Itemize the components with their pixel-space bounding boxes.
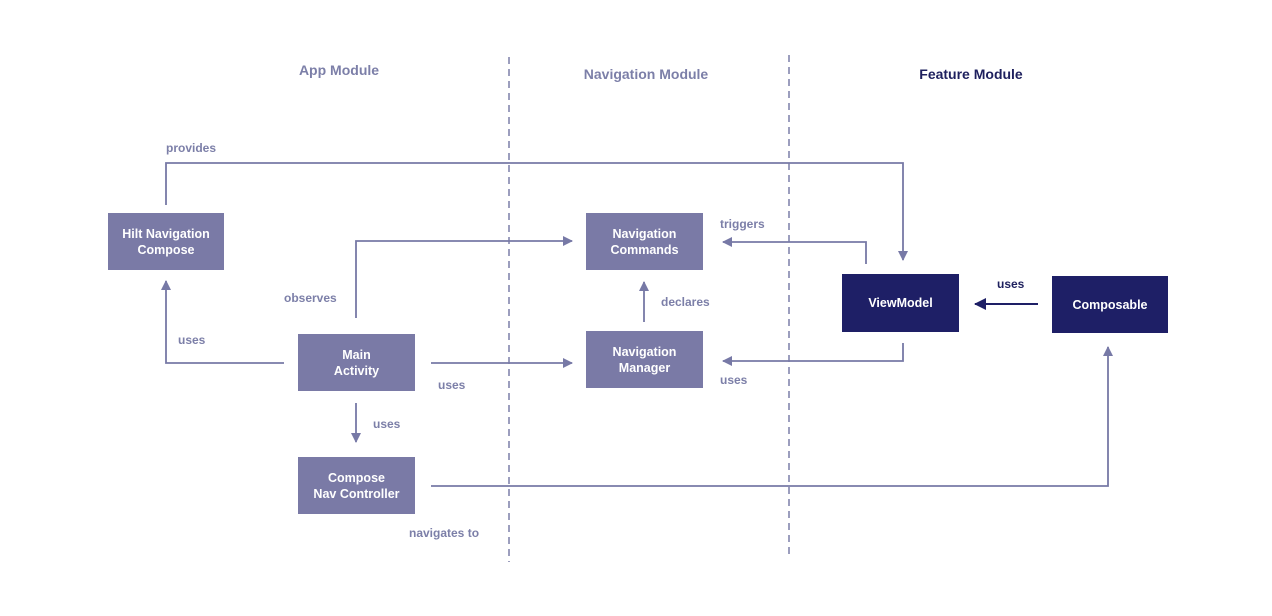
edge-main-activity-uses-hilt <box>161 280 284 364</box>
edge-viewmodel-triggers-commands <box>722 237 867 264</box>
label-uses-controller: uses <box>373 417 401 431</box>
label-uses-manager: uses <box>438 378 466 392</box>
edge-viewmodel-uses-manager <box>722 343 904 366</box>
compose-nav-controller-node[interactable]: Compose Nav Controller <box>298 457 415 514</box>
edge-main-activity-observes-commands <box>355 236 573 318</box>
label-declares: declares <box>661 295 710 309</box>
hilt-navigation-compose-node[interactable]: Hilt Navigation Compose <box>108 213 224 270</box>
viewmodel-node[interactable]: ViewModel <box>842 274 959 332</box>
feature-module-header: Feature Module <box>919 66 1023 82</box>
composable-node[interactable]: Composable <box>1052 276 1168 333</box>
label-navigates-to: navigates to <box>409 526 480 540</box>
label-uses-viewmodel: uses <box>720 373 748 387</box>
label-provides: provides <box>166 141 217 155</box>
edge-hilt-provides-viewmodel <box>165 162 908 261</box>
label-uses-composable: uses <box>997 277 1025 291</box>
navigation-manager-node[interactable]: Navigation Manager <box>586 331 703 388</box>
label-triggers: triggers <box>720 217 765 231</box>
navigation-commands-node[interactable]: Navigation Commands <box>586 213 703 270</box>
label-uses-hilt: uses <box>178 333 206 347</box>
main-activity-node[interactable]: Main Activity <box>298 334 415 391</box>
edge-controller-navigates-composable <box>431 346 1113 487</box>
navigation-module-header: Navigation Module <box>583 66 709 82</box>
app-module-header: App Module <box>298 62 380 78</box>
label-observes: observes <box>284 291 337 305</box>
